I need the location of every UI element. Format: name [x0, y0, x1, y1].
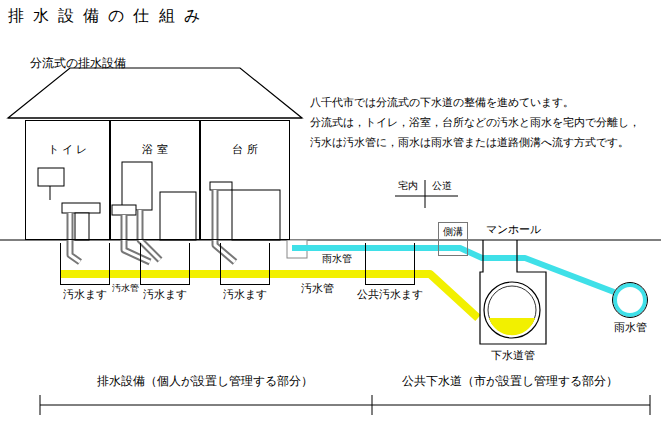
sewage-basin: 汚水ます	[140, 243, 190, 285]
manhole: マンホール下水道管	[478, 240, 548, 345]
roof	[8, 68, 302, 118]
mass-channel	[60, 270, 415, 278]
label: 宅内	[398, 180, 418, 192]
label: 汚水は汚水管に，雨水は雨水管または道路側溝へ流す方式です。	[310, 136, 629, 149]
boundary-mark	[395, 180, 458, 208]
label: 排水設備（個人が設置し管理する部分）	[97, 374, 313, 388]
node-text: 台 所	[201, 121, 289, 157]
node-text: 汚水ます	[223, 288, 267, 302]
pipe-label: 汚水管	[300, 282, 335, 296]
node-text: 浴 室	[111, 121, 199, 157]
sewage-basin: 汚水ます	[220, 243, 270, 285]
fixtures	[38, 162, 280, 240]
sewage-pipe	[415, 274, 478, 318]
range-bracket	[40, 395, 650, 415]
rain-pipe-section: 雨水管	[612, 282, 648, 318]
node-text: 下水道管	[491, 349, 535, 363]
sewage-basin: 公共汚水ます	[365, 243, 415, 285]
manhole-outline	[478, 240, 548, 345]
node-text: 汚水ます	[143, 288, 187, 302]
room-box: 浴 室	[110, 120, 200, 240]
label: 分流式は，トイレ，浴室，台所などの汚水と雨水を宅内で分離し，	[310, 116, 640, 129]
node-text: 側溝	[439, 223, 467, 239]
drain-pipes	[70, 190, 235, 262]
title: 排 水 設 備 の 仕 組 み	[8, 6, 202, 25]
room-box: ト イ レ	[25, 120, 110, 240]
sewage-pipe	[190, 270, 220, 278]
room-box: 台 所	[200, 120, 290, 240]
sewage-basin: 汚水ます	[60, 243, 110, 285]
side-gutter: 側溝	[438, 222, 468, 256]
node-text: 雨水管	[614, 321, 647, 335]
node-text: 汚水ます	[63, 288, 107, 302]
label: 分流式の排水設備	[30, 56, 126, 70]
label: 公共下水道（市が設置し管理する部分）	[402, 374, 618, 388]
node-text: 公共汚水ます	[357, 288, 423, 302]
node-text: ト イ レ	[26, 121, 109, 157]
node-text: マンホール	[486, 223, 541, 237]
sewage-pipe	[270, 270, 365, 278]
label: 公道	[432, 180, 452, 192]
pipe-label: 汚水管	[111, 282, 140, 295]
label: 八千代市では分流式の下水道の整備を進めています。	[310, 96, 574, 109]
sewage-pipe	[110, 270, 140, 278]
label: 雨水管	[322, 253, 352, 265]
eave	[8, 117, 302, 118]
